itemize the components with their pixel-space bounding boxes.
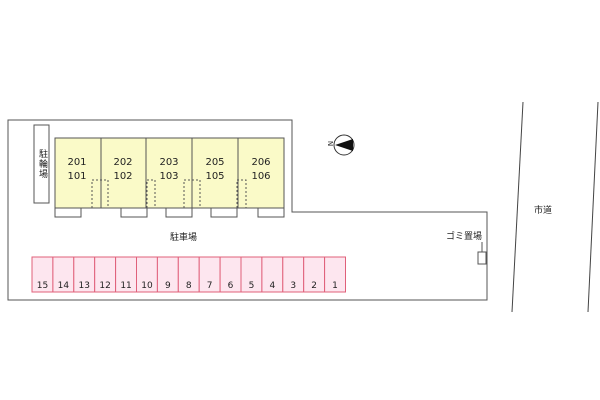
parking-space-number: 10	[141, 281, 153, 291]
unit-201-label: 201	[67, 157, 87, 168]
parking-space-number: 9	[165, 281, 171, 291]
entrance-step	[165, 207, 193, 218]
unit-105-label: 105	[205, 171, 225, 182]
parking-space-number: 15	[37, 281, 48, 291]
unit-206-label: 206	[251, 157, 271, 168]
entrance-step	[257, 207, 285, 218]
unit-103-label: 103	[159, 171, 179, 182]
city-road-label: 市道	[534, 206, 553, 216]
stair-outline	[91, 179, 109, 208]
lot-outline	[7, 119, 488, 301]
stair-outline	[146, 179, 156, 208]
parking-space-number: 7	[207, 281, 213, 291]
road-edge-left	[511, 101, 524, 313]
parking-space-number: 6	[228, 281, 234, 291]
entrance-step	[120, 207, 148, 218]
parking-space-number: 14	[58, 281, 70, 291]
garbage-area-box	[477, 251, 487, 265]
parking-space-number: 1	[332, 281, 338, 291]
parking-space	[324, 256, 347, 293]
north-arrow-icon	[333, 134, 355, 156]
entrance-step	[54, 207, 82, 218]
unit-106-label: 106	[251, 171, 271, 182]
parking-space-number: 8	[186, 281, 192, 291]
parking-space-number: 4	[269, 281, 275, 291]
parking-lot-label: 駐車場	[170, 233, 198, 243]
unit-102-label: 102	[113, 171, 133, 182]
stair-outline	[183, 179, 201, 208]
north-marker-label: N	[327, 140, 336, 147]
road-edge-right	[587, 101, 599, 313]
parking-space-number: 2	[311, 281, 317, 291]
parking-space-number: 13	[79, 281, 90, 291]
parking-space-number: 3	[290, 281, 296, 291]
bicycle-parking-label: 駐輪場	[37, 149, 47, 179]
unit-202-label: 202	[113, 157, 133, 168]
stair-outline	[236, 179, 247, 208]
unit-101-label: 101	[67, 171, 87, 182]
unit-203-label: 203	[159, 157, 179, 168]
unit-205-label: 205	[205, 157, 225, 168]
entrance-step	[210, 207, 238, 218]
parking-space-number: 11	[120, 281, 131, 291]
garbage-area-label: ゴミ置場	[446, 232, 483, 242]
parking-spaces: 15 14 13 12 11 10 9 8 7 6 5 4 3 2 1	[31, 256, 347, 293]
parking-space-number: 5	[249, 281, 255, 291]
bicycle-parking-box	[33, 124, 50, 204]
parking-space-number: 12	[99, 281, 110, 291]
